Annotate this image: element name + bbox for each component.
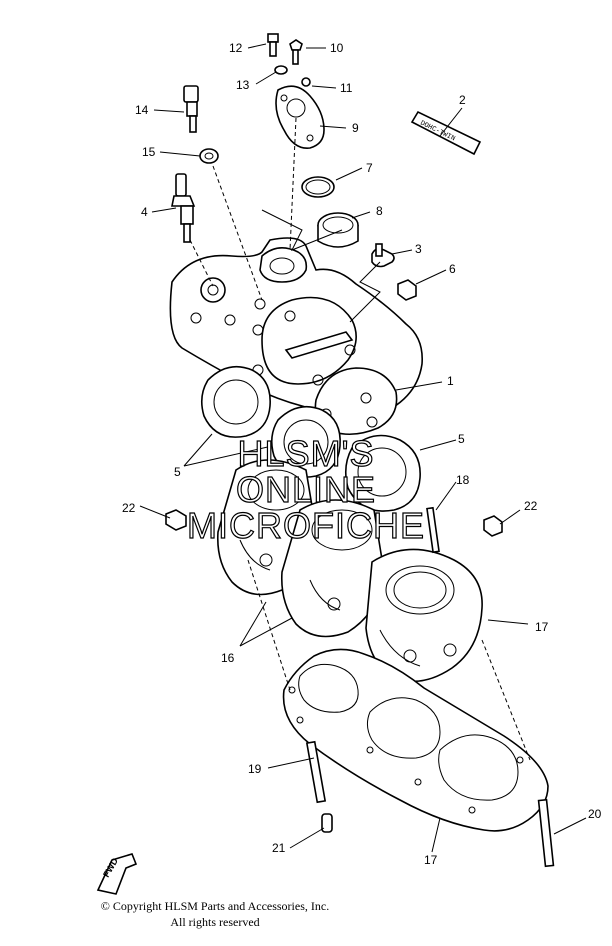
part-label-18: 18: [456, 473, 470, 487]
bolt-10: [289, 39, 303, 65]
part-label-22-left: 22: [122, 501, 136, 515]
nut-6: [397, 279, 417, 301]
part-label-2: 2: [459, 93, 466, 107]
part-label-3: 3: [415, 242, 422, 256]
stud-20: [537, 798, 555, 868]
watermark: HLSM'S ONLINE MICROFICHE: [186, 432, 425, 546]
spark-plug-4: [171, 173, 196, 243]
nut-22-right: [483, 515, 503, 537]
part-labels: 12 10 13 11 9 14 2 15 7 4 8 3 6 1 5 5 18…: [122, 41, 602, 867]
part-label-14: 14: [135, 103, 149, 117]
washer-15: [199, 148, 219, 164]
part-label-8: 8: [376, 204, 383, 218]
part-label-5-left: 5: [174, 465, 181, 479]
nut-22-left: [165, 509, 187, 531]
part-label-5-right: 5: [458, 432, 465, 446]
stud-18: [426, 506, 440, 554]
watermark-line-2: ONLINE: [236, 469, 376, 510]
watermark-line-3: MICROFICHE: [187, 505, 425, 546]
part-label-4: 4: [141, 205, 148, 219]
part-label-19: 19: [248, 762, 262, 776]
base-gasket-17: [282, 648, 549, 832]
bolt-12: [267, 33, 279, 57]
head-gaskets-5: [200, 365, 421, 512]
washer-11: [301, 77, 311, 87]
part-label-9: 9: [352, 121, 359, 135]
part-label-17-bottom: 17: [424, 853, 438, 867]
part-label-13: 13: [236, 78, 250, 92]
thermostat-8: [317, 212, 359, 248]
part-label-15: 15: [142, 145, 156, 159]
part-label-17-top: 17: [535, 620, 549, 634]
fwd-arrow-icon: FWD: [96, 853, 138, 895]
part-label-10: 10: [330, 41, 344, 55]
dowel-21: [321, 813, 333, 833]
part-label-7: 7: [366, 161, 373, 175]
water-cover-9: [275, 85, 325, 149]
decal-2: DOHC-TWIN: [410, 110, 482, 156]
cylinders-16: [216, 459, 483, 683]
part-label-20: 20: [588, 807, 602, 821]
part-label-21: 21: [272, 841, 286, 855]
washer-13: [274, 65, 288, 75]
leader-lines: [139, 43, 587, 853]
part-label-16: 16: [221, 651, 235, 665]
part-label-12: 12: [229, 41, 243, 55]
fitting-3: [371, 243, 395, 268]
part-label-22-right: 22: [524, 499, 538, 513]
sensor-14: [183, 85, 199, 133]
part-label-1: 1: [447, 374, 454, 388]
copyright-line-1: © Copyright HLSM Parts and Accessories, …: [100, 899, 330, 913]
part-label-11: 11: [340, 81, 353, 95]
copyright-line-2: All rights reserved: [170, 915, 260, 929]
part-label-6: 6: [449, 262, 456, 276]
watermark-line-1: HLSM'S: [238, 433, 375, 474]
stud-19: [305, 740, 327, 804]
